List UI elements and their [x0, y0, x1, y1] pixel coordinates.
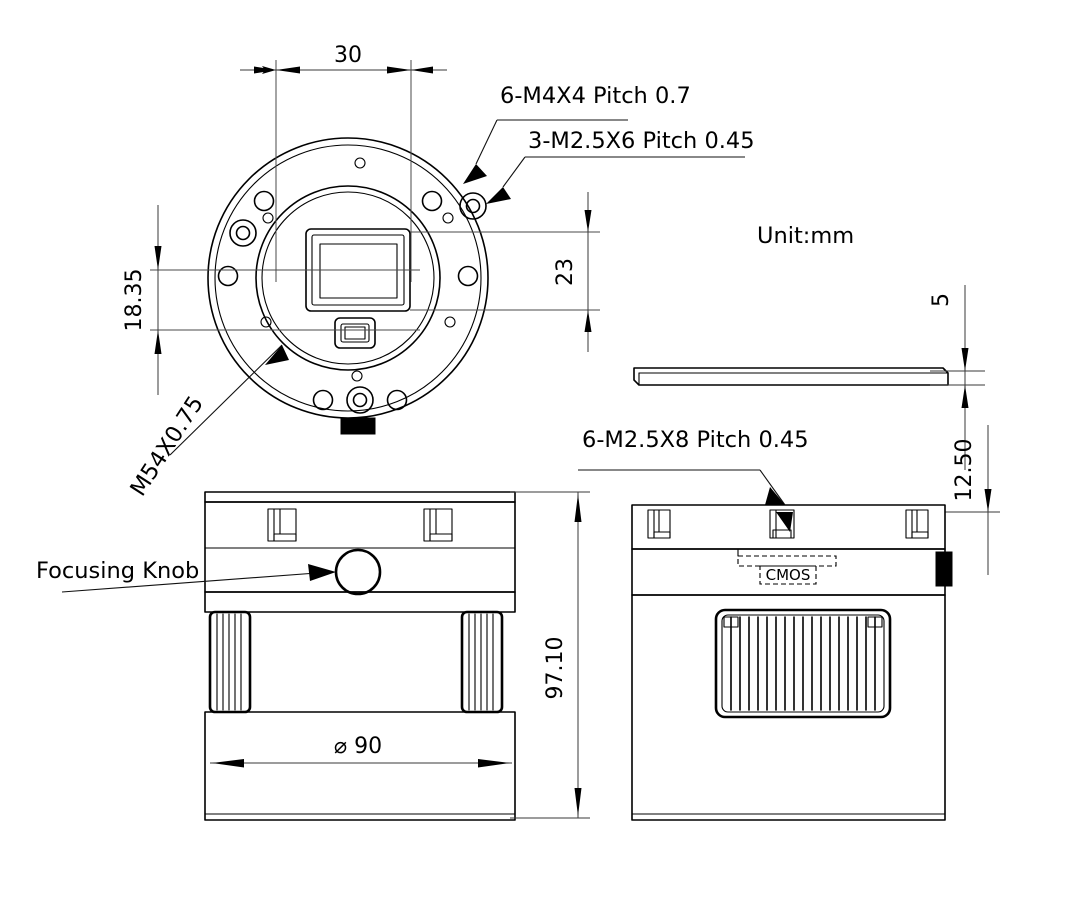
label-focusing-knob: Focusing Knob [36, 558, 199, 584]
callout-m25x8: 6-M2.5X8 Pitch 0.45 [582, 427, 809, 453]
thin-plate-side-view [633, 285, 1000, 575]
m4-hole [312, 389, 334, 411]
cmos-strip [737, 555, 837, 567]
pin-hole [351, 370, 363, 382]
pin-hole-group [260, 157, 456, 382]
leader-m25x6 [486, 156, 745, 204]
outer-flange-circle-inner [214, 144, 482, 412]
right-side-body-view [578, 469, 953, 821]
dimension-97-10 [510, 491, 590, 819]
right-main-body [631, 594, 946, 821]
pin-hole [444, 316, 456, 328]
dimension-30 [240, 66, 447, 74]
callout-m25x6: 3-M2.5X6 Pitch 0.45 [528, 128, 755, 154]
m4-hole [217, 265, 239, 287]
dim-label-30: 30 [334, 43, 362, 68]
upper-body [204, 501, 516, 593]
knurled-grip-right [460, 610, 504, 714]
heatsink-grille [714, 608, 892, 719]
right-top-slot [647, 509, 671, 539]
unit-note: Unit:mm [757, 223, 854, 249]
callout-m54-thread: M54X0.75 [125, 391, 209, 500]
knurled-grip-left [208, 610, 252, 714]
top-slot-group [267, 508, 453, 542]
pin-hole [262, 212, 274, 224]
m25x6-hole-group [229, 192, 487, 414]
leader-focusing-knob [61, 564, 336, 593]
cmos-connector [737, 549, 837, 585]
leader-m4 [463, 119, 628, 184]
top-cap [204, 491, 516, 503]
right-edge-tab [935, 551, 953, 587]
right-top-slot [769, 509, 795, 539]
dim-label-97-10: 97.10 [543, 637, 568, 700]
left-side-body-view [61, 491, 590, 821]
m4-hole [457, 265, 479, 287]
leader-m54 [169, 344, 289, 456]
sensor-connector [334, 317, 376, 349]
callout-m4: 6-M4X4 Pitch 0.7 [500, 83, 691, 109]
front-face-view [150, 60, 745, 456]
lower-body [204, 711, 516, 821]
m4-hole [253, 190, 275, 212]
top-slot [267, 508, 297, 542]
m54-thread-circle [255, 185, 441, 371]
dimension-12-50 [945, 425, 1000, 575]
dimension-diameter-90 [210, 759, 512, 768]
label-cmos: CMOS [766, 566, 811, 584]
dimension-5 [961, 285, 969, 470]
m4-hole [421, 190, 443, 212]
pin-hole [442, 212, 454, 224]
m4-hole [386, 389, 408, 411]
pin-hole [354, 157, 366, 169]
m25x6-hole [346, 386, 374, 414]
m25x6-hole [459, 192, 487, 220]
m4-hole-group [217, 190, 479, 411]
dim-label-5: 5 [929, 293, 954, 307]
dim-label-diameter-90: ⌀ 90 [334, 734, 382, 759]
dim-label-12-50: 12.50 [952, 439, 977, 502]
dimension-18-35 [154, 205, 162, 395]
dim-label-18-35: 18.35 [122, 269, 147, 332]
top-slot [423, 508, 453, 542]
m25x6-hole [229, 219, 257, 247]
pin-hole [260, 316, 272, 328]
leader-m25x8 [578, 469, 793, 532]
right-top-slot-group [647, 509, 929, 539]
dimension-23 [584, 192, 592, 352]
cmos-box [759, 565, 817, 585]
bottom-tab [340, 417, 376, 435]
dim-label-23: 23 [553, 258, 578, 286]
mid-body [204, 591, 516, 613]
focusing-knob-circle [334, 548, 382, 596]
m54-thread-circle-inner [261, 191, 435, 365]
right-top-slot [905, 509, 929, 539]
